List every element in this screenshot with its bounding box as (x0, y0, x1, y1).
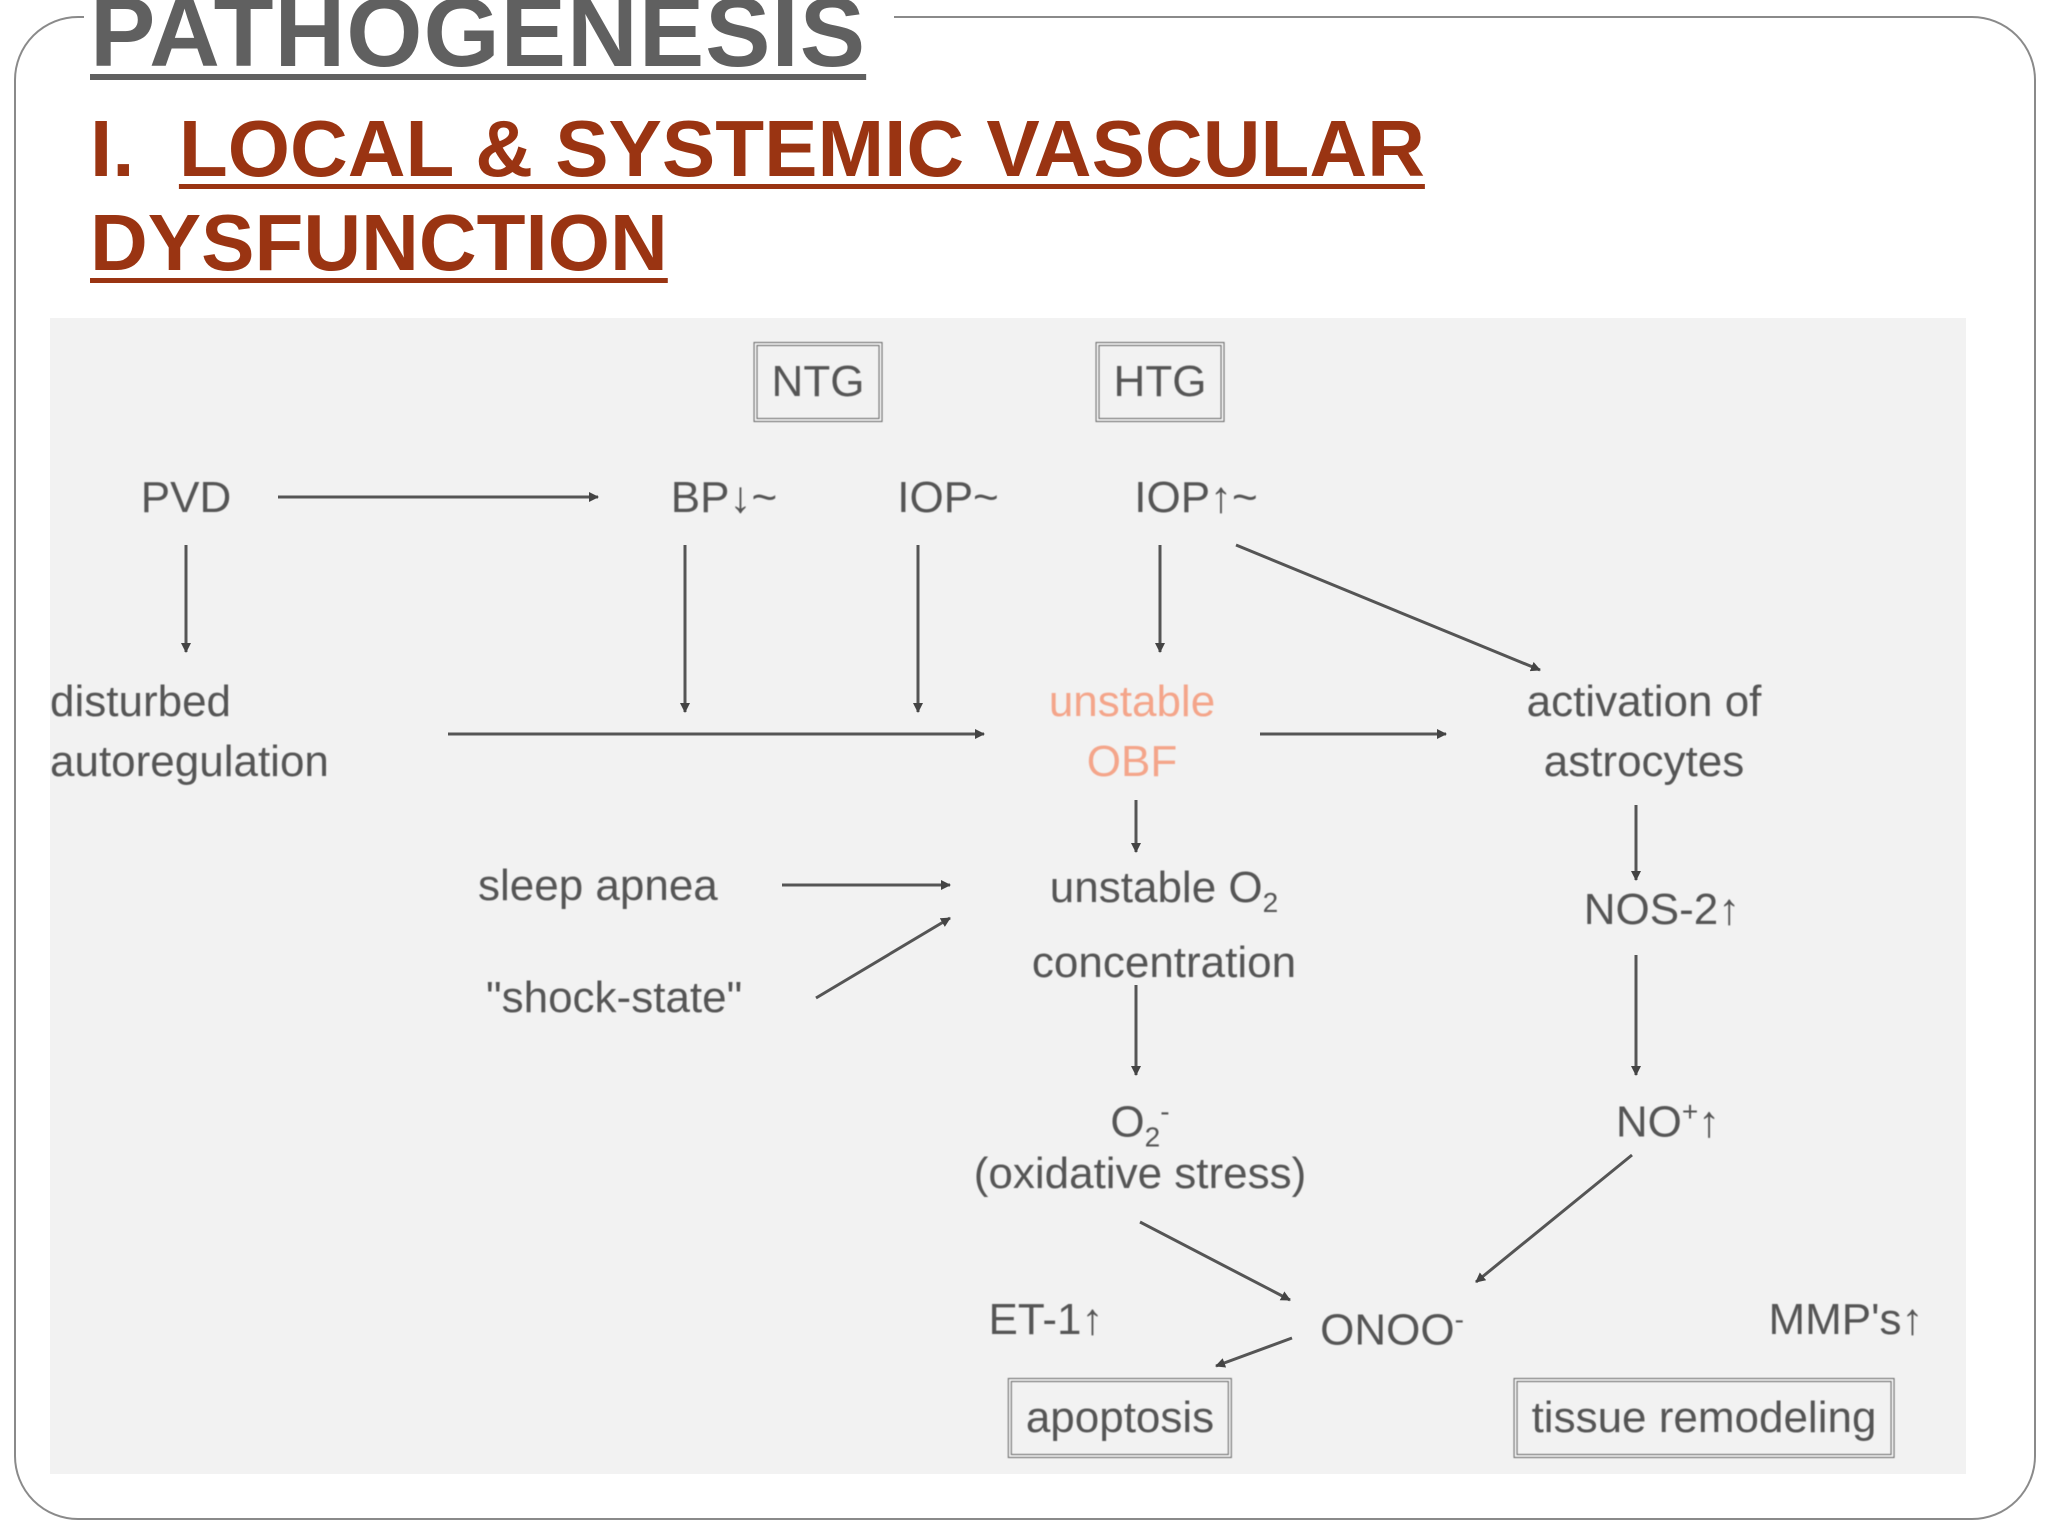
oxidative-stress-label: (oxidative stress) (973, 1149, 1307, 1198)
o2-line2: concentration (1031, 937, 1297, 987)
diagram-background (50, 318, 1966, 1474)
unstable-line1: unstable (1048, 677, 1216, 726)
unstable-line2: OBF (1086, 737, 1178, 786)
et1-label: ET-1↑ (988, 1295, 1104, 1344)
tissue-remodeling-box: tissue remodeling (1513, 1378, 1895, 1458)
slide-subtitle-line1: I. LOCAL & SYSTEMIC VASCULAR (90, 104, 1425, 194)
pvd-label: PVD (140, 473, 232, 522)
unstable-obf-label: unstable OBF (1049, 672, 1215, 792)
sleep-apnea-label: sleep apnea (478, 861, 718, 910)
iop-htg-label: IOP↑~ (1134, 473, 1258, 522)
activation-line1: activation of (1526, 677, 1762, 726)
slide-subtitle-line2: DYSFUNCTION (90, 198, 668, 287)
mmps-label: MMP's↑ (1768, 1295, 1924, 1344)
arrow-oxidative-onoo (1139, 1220, 1291, 1302)
iop-ntg-label: IOP~ (897, 473, 999, 522)
disturbed-line1: disturbed (50, 677, 232, 726)
onoo-text: ONOO (1320, 1305, 1455, 1355)
no-text: NO (1615, 1097, 1682, 1147)
arrow-shock-o2 (815, 916, 951, 1000)
superoxide-sup: - (1160, 1096, 1170, 1127)
slide-frame (14, 16, 2036, 1520)
no-arrow: ↑ (1698, 1097, 1721, 1147)
ntg-box: NTG (753, 342, 883, 422)
onoo-sup: - (1454, 1304, 1464, 1335)
arrow-no-onoo (1475, 1153, 1633, 1284)
disturbed-label: disturbed autoregulation (50, 672, 329, 792)
no-sup: + (1681, 1096, 1699, 1127)
superoxide-sub: 2 (1144, 1121, 1161, 1153)
activation-label: activation of astrocytes (1527, 672, 1762, 792)
superoxide-o: O (1110, 1097, 1145, 1147)
disturbed-line2: autoregulation (50, 737, 329, 786)
o2-line1-sub: 2 (1262, 886, 1279, 918)
activation-line2: astrocytes (1543, 737, 1745, 786)
arrow-onoo-apoptosis (1215, 1336, 1293, 1368)
subtitle-number: I. (90, 104, 135, 193)
nos-label: NOS-2↑ (1583, 885, 1741, 934)
no-label: NO+↑ (1616, 1082, 1720, 1153)
shock-state-label: "shock-state" (486, 973, 743, 1022)
subtitle-text: LOCAL & SYSTEMIC VASCULAR (178, 104, 1425, 193)
arrow-iophtg-activation (1235, 543, 1541, 672)
superoxide-label: O2- (1110, 1082, 1169, 1167)
unstable-o2-label: unstable O2 concentration (1032, 858, 1296, 993)
slide-title: PATHOGENESIS (90, 0, 867, 87)
htg-box: HTG (1095, 342, 1225, 422)
o2-line1: unstable O (1049, 863, 1263, 912)
frame-cover (84, 0, 894, 40)
bp-label: BP↓~ (670, 473, 778, 522)
onoo-label: ONOO- (1320, 1290, 1464, 1361)
apoptosis-box: apoptosis (1007, 1378, 1233, 1458)
